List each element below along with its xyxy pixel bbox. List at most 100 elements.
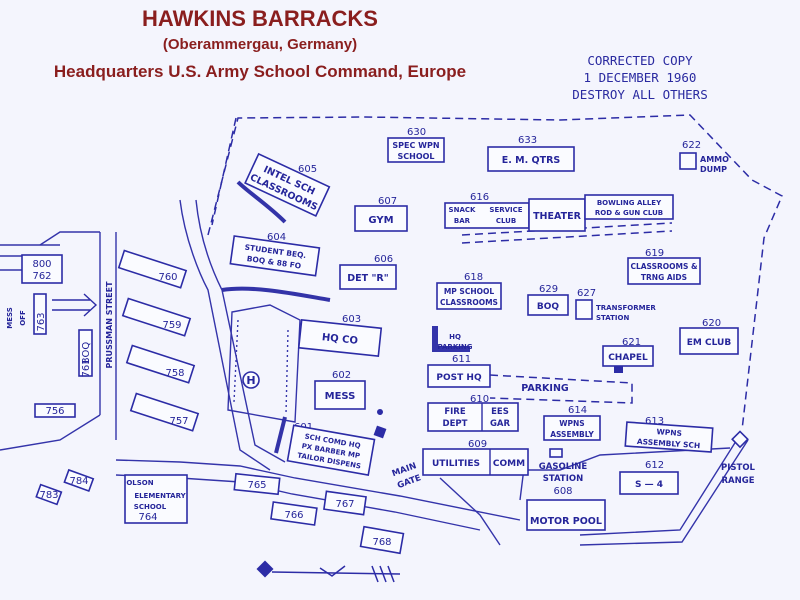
- building-label: AMMO: [700, 155, 729, 164]
- building-number: 784: [69, 476, 88, 487]
- parade-ground: [227, 304, 301, 423]
- building-602[interactable]: MESS: [314, 380, 366, 410]
- building-label: UTILITIES: [432, 459, 480, 469]
- building-633[interactable]: E. M. QTRS: [487, 146, 575, 172]
- building-608[interactable]: MOTOR POOL: [526, 499, 606, 531]
- building-757[interactable]: 757: [129, 392, 200, 432]
- parade-ground-trees: [233, 319, 289, 415]
- building-758[interactable]: 758: [125, 344, 196, 384]
- building-784[interactable]: 784: [63, 468, 95, 493]
- map-title: HAWKINS BARRACKS: [142, 6, 378, 31]
- building-label: BOWLING ALLEY: [597, 199, 662, 207]
- building-number: 765: [247, 480, 266, 491]
- building-number: 608: [553, 486, 572, 497]
- building-764[interactable]: OLSON ELEMENTARY SCHOOL 764: [124, 474, 188, 524]
- pistol-range-label: RANGE: [721, 476, 754, 486]
- building-768[interactable]: 768: [359, 525, 405, 555]
- building-604[interactable]: STUDENT BEQ. BOQ & 88 FO: [229, 235, 321, 277]
- building-label: CHAPEL: [608, 353, 648, 363]
- building-label: WPNS: [559, 419, 584, 428]
- building-label: THEATER: [533, 211, 582, 222]
- building-number: 604: [267, 232, 286, 243]
- building-label: EES: [491, 407, 509, 417]
- building-629[interactable]: BOQ: [527, 294, 569, 316]
- gasoline-label: GASOLINE: [539, 462, 588, 472]
- building-label: ELEMENTARY: [134, 492, 186, 500]
- correction-note-line3: DESTROY ALL OTHERS: [572, 87, 708, 102]
- building-label: STATION: [596, 314, 629, 322]
- building-label: FIRE: [444, 407, 466, 417]
- building-618[interactable]: MP SCHOOL CLASSROOMS: [436, 282, 502, 310]
- building-611[interactable]: POST HQ: [427, 364, 491, 388]
- hedge-line: [236, 180, 287, 224]
- dashed-road: [461, 230, 673, 244]
- map-heading: Headquarters U.S. Army School Command, E…: [53, 62, 467, 81]
- building-label: OLSON: [126, 479, 153, 487]
- street-label: PRUSSMAN STREET: [105, 281, 114, 369]
- fence-segment: [211, 117, 237, 226]
- pistol-range-label: PISTOL: [721, 463, 756, 473]
- building-627[interactable]: TRANSFORMER STATION: [575, 299, 656, 322]
- building-610[interactable]: FIRE DEPT EES GAR: [427, 402, 519, 432]
- building-630[interactable]: SPEC WPN SCHOOL: [387, 137, 445, 163]
- building-607[interactable]: GYM: [354, 205, 408, 232]
- guard-post: [373, 425, 387, 439]
- building-760[interactable]: 760: [117, 249, 188, 289]
- building-number: 616: [470, 192, 489, 203]
- building-763[interactable]: 763: [33, 293, 47, 335]
- building-767[interactable]: 767: [323, 490, 367, 516]
- building-number: 621: [622, 337, 641, 348]
- building-label: MESS: [325, 391, 356, 402]
- building-number: 614: [568, 405, 587, 416]
- building-label: BOQ: [537, 302, 560, 312]
- building-783[interactable]: 783: [35, 483, 63, 506]
- marker-dot: [377, 409, 383, 415]
- building-label: MOTOR POOL: [530, 516, 602, 527]
- building-606[interactable]: DET "R": [339, 264, 397, 290]
- building-number: 627: [577, 288, 596, 299]
- building-619[interactable]: CLASSROOMS & TRNG AIDS: [627, 257, 701, 285]
- building-765[interactable]: 765: [233, 472, 281, 496]
- building-number: 764: [138, 512, 157, 523]
- building-number: 610: [470, 394, 489, 405]
- building-622[interactable]: AMMO DUMP: [679, 152, 729, 174]
- gasoline-label: STATION: [543, 474, 583, 484]
- pistol-range-marker: [731, 430, 749, 449]
- building-label: TRNG AIDS: [641, 273, 687, 282]
- building-621[interactable]: CHAPEL: [602, 345, 654, 367]
- building-number: 763: [36, 312, 47, 331]
- service-road: [439, 437, 749, 546]
- building-bowling-alley[interactable]: BOWLING ALLEY ROD & GUN CLUB: [584, 194, 674, 220]
- direction-arrow-icon: [52, 293, 98, 317]
- building-762[interactable]: 800 762: [21, 254, 63, 284]
- building-label: BOQ: [81, 342, 92, 365]
- building-theater[interactable]: THEATER: [528, 198, 586, 232]
- building-label: S — 4: [635, 480, 663, 490]
- building-761[interactable]: BOQ 761: [78, 329, 93, 378]
- building-label: SPEC WPN: [392, 141, 439, 150]
- hq-parking-label: HQ: [449, 333, 461, 341]
- building-616[interactable]: SNACK BAR SERVICE CLUB: [444, 202, 530, 229]
- building-759[interactable]: 759: [121, 297, 192, 337]
- building-number: 620: [702, 318, 721, 329]
- building-label: CLUB: [496, 217, 516, 225]
- building-601[interactable]: SCH COMD HQ PX BARBER MP TAILOR DISPENS: [286, 424, 376, 476]
- building-label: ASSEMBLY: [550, 430, 594, 439]
- building-614[interactable]: WPNS ASSEMBLY: [543, 415, 601, 441]
- building-620[interactable]: EM CLUB: [679, 327, 739, 355]
- building-label: DUMP: [700, 165, 727, 174]
- building-609[interactable]: UTILITIES COMM: [422, 448, 529, 476]
- building-756[interactable]: 756: [34, 403, 76, 418]
- main-road: [195, 199, 286, 463]
- building-612[interactable]: S — 4: [619, 471, 679, 495]
- off-mess-label: MESS: [6, 307, 14, 329]
- building-number: 613: [645, 416, 664, 427]
- building-label: COMM: [493, 459, 525, 469]
- building-766[interactable]: 766: [270, 501, 318, 526]
- building-613[interactable]: WPNS ASSEMBLY SCH: [624, 421, 714, 453]
- hedge-line: [221, 286, 331, 302]
- helipad-letter: H: [246, 374, 255, 387]
- building-603[interactable]: HQ CO: [297, 319, 383, 357]
- building-number: 630: [407, 127, 426, 138]
